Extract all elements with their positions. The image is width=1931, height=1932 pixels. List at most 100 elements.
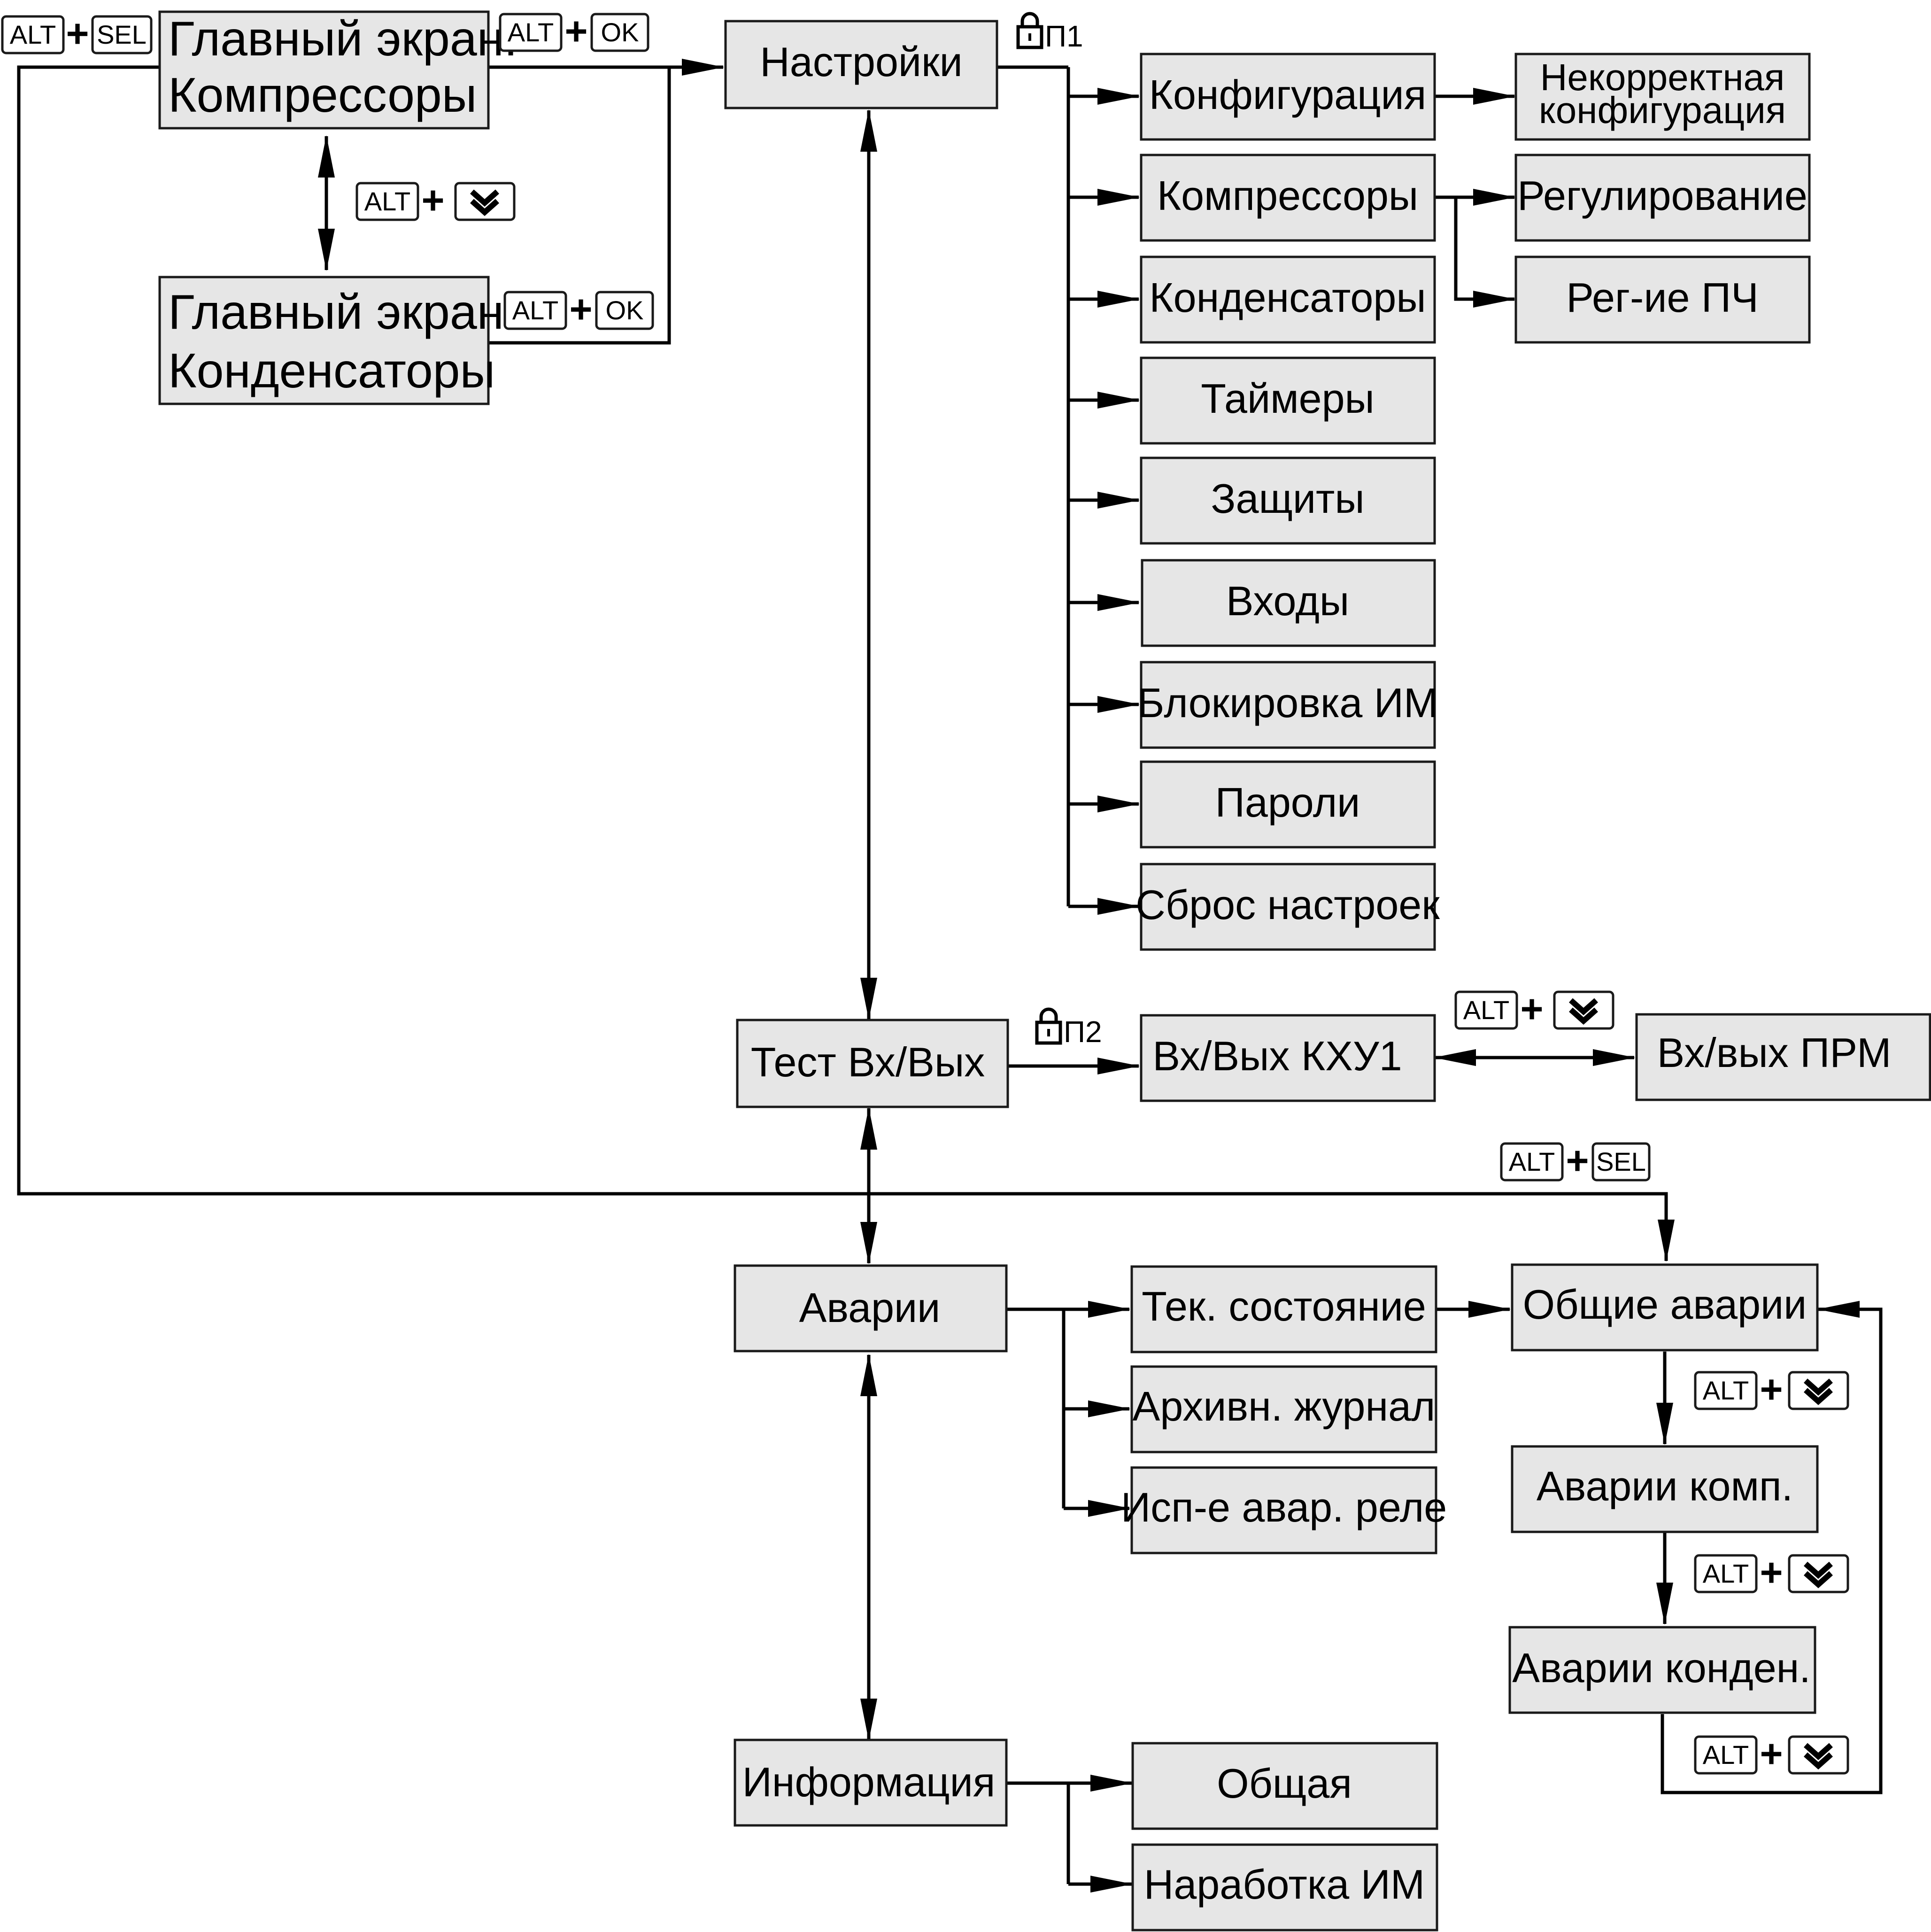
key-alt <box>355 182 419 221</box>
node-alarms[interactable]: Аварии <box>734 1264 1008 1352</box>
plus-sign: + <box>66 11 89 55</box>
node-test-io[interactable]: Тест Вх/Вых <box>736 1019 1009 1108</box>
node-label: Пароли <box>1215 779 1360 826</box>
node-general-alarms[interactable]: Общие аварии <box>1511 1263 1819 1352</box>
node-label: Тест Вх/Вых <box>751 1039 985 1085</box>
node-label: Общие аварии <box>1523 1281 1807 1328</box>
node-im-runtime[interactable]: Наработка ИМ <box>1131 1843 1438 1932</box>
node-io-kxu1[interactable]: Вх/Вых КХУ1 <box>1140 1014 1436 1102</box>
keycombo-alt-ok-lower: ALT + OK <box>503 287 654 331</box>
key-sel <box>91 15 153 54</box>
node-label: Исп-е авар. реле <box>1121 1484 1447 1530</box>
node-alarm-relay[interactable]: Исп-е авар. реле <box>1121 1466 1447 1554</box>
node-label: Вх/Вых КХУ1 <box>1152 1033 1402 1079</box>
key-ok <box>595 291 654 330</box>
node-label: Настройки <box>760 39 963 85</box>
key-alt-label: ALT <box>364 186 411 216</box>
double-chevron-down-icon <box>1569 998 1598 1025</box>
node-label: Информация <box>742 1759 996 1805</box>
node-current-state[interactable]: Тек. состояние <box>1130 1265 1437 1353</box>
keycombo-alt-sel-top: ALT + SEL <box>1 11 153 55</box>
plus-sign: + <box>564 9 587 53</box>
node-label: Аварии <box>799 1284 941 1331</box>
node-information[interactable]: Информация <box>734 1739 1008 1827</box>
node-comp-alarms[interactable]: Аварии комп. <box>1511 1445 1819 1533</box>
node-label: Аварии конден. <box>1512 1645 1810 1691</box>
key-alt <box>1694 1554 1758 1593</box>
padlock-icon <box>1016 12 1043 49</box>
node-protections[interactable]: Защиты <box>1140 456 1436 545</box>
node-label: Защиты <box>1211 475 1364 522</box>
keycombo-alt-sel-alarms: ALT + SEL <box>1500 1138 1651 1182</box>
key-alt <box>1500 1142 1564 1182</box>
node-archive-log[interactable]: Архивн. журнал <box>1130 1365 1437 1453</box>
plus-sign: + <box>1760 1367 1783 1411</box>
node-regulation[interactable]: Регулирование <box>1514 154 1811 242</box>
node-label: Тек. состояние <box>1142 1283 1426 1329</box>
key-sel-label: SEL <box>97 20 147 49</box>
node-label: Общая <box>1217 1760 1352 1807</box>
key-alt <box>503 291 567 330</box>
keycombo-alt-down-alarms-3: ALT + <box>1694 1731 1849 1776</box>
key-alt-label: ALT <box>1703 1376 1749 1405</box>
key-ok-label: OK <box>601 17 639 47</box>
node-passwords[interactable]: Пароли <box>1140 760 1436 849</box>
key-alt <box>1694 1735 1758 1775</box>
connector-main-cond-to-settings <box>488 67 671 345</box>
node-label: Конфигурация <box>1149 71 1427 118</box>
keycombo-alt-down-alarms-2: ALT + <box>1694 1550 1849 1594</box>
node-regulation-fc[interactable]: Рег-ие ПЧ <box>1514 255 1811 344</box>
key-alt-label: ALT <box>1703 1740 1749 1770</box>
node-label: Компрессоры <box>1157 172 1418 219</box>
key-alt-label: ALT <box>1509 1147 1555 1176</box>
node-condensers[interactable]: Конденсаторы <box>1140 255 1436 344</box>
node-io-prm[interactable]: Вх/вых ПРМ <box>1635 1013 1931 1101</box>
node-im-block[interactable]: Блокировка ИМ <box>1137 661 1438 749</box>
key-sel <box>1591 1142 1651 1182</box>
key-alt <box>499 13 563 52</box>
connector-main-to-general-alarms <box>17 65 1675 1262</box>
connector-info-branch <box>1006 1781 1070 1884</box>
key-alt-label: ALT <box>10 20 56 49</box>
node-incorrect-config[interactable]: Некорректная конфигурация <box>1514 53 1811 141</box>
keycombo-alt-down-alarms-1: ALT + <box>1694 1367 1849 1411</box>
node-main-compressors[interactable]: Главный экран: Компрессоры <box>158 10 518 130</box>
node-settings[interactable]: Настройки <box>724 20 998 109</box>
node-label: Регулирование <box>1517 172 1807 219</box>
node-timers[interactable]: Таймеры <box>1140 356 1436 445</box>
lock-badge-p1: П1 <box>1016 12 1083 53</box>
node-reset-settings[interactable]: Сброс настроек <box>1135 863 1440 951</box>
node-main-condensers[interactable]: Главный экран: Конденсаторы <box>158 276 518 405</box>
lock-label: П2 <box>1064 1015 1102 1049</box>
plus-sign: + <box>569 287 592 331</box>
key-alt-label: ALT <box>512 295 559 325</box>
double-chevron-down-icon <box>1804 1378 1833 1406</box>
node-label-line1: Главный экран: <box>168 285 518 340</box>
node-label: Блокировка ИМ <box>1137 680 1438 726</box>
plus-sign: + <box>1760 1731 1783 1776</box>
keycombo-alt-down-main: ALT + <box>355 178 516 222</box>
node-label: Конденсаторы <box>1149 274 1426 321</box>
lock-badge-p2: П2 <box>1035 1007 1102 1049</box>
connector-alarms-branch <box>1006 1307 1066 1508</box>
key-ok <box>590 13 649 52</box>
key-alt-label: ALT <box>1703 1559 1749 1588</box>
node-configuration[interactable]: Конфигурация <box>1140 53 1436 141</box>
node-label-line1: Главный экран: <box>168 12 518 66</box>
node-label-line2: Компрессоры <box>168 68 477 123</box>
connectors <box>17 59 1883 1893</box>
connector-compressors-to-regfc <box>1454 197 1515 308</box>
node-cond-alarms[interactable]: Аварии конден. <box>1508 1626 1816 1714</box>
double-chevron-down-icon <box>1804 1743 1833 1770</box>
double-chevron-down-icon <box>1804 1561 1833 1589</box>
node-info-general[interactable]: Общая <box>1131 1742 1438 1830</box>
node-compressors[interactable]: Компрессоры <box>1140 154 1436 242</box>
node-label: Архивн. журнал <box>1133 1383 1436 1430</box>
key-alt <box>1454 990 1518 1030</box>
plus-sign: + <box>421 178 444 222</box>
plus-sign: + <box>1520 987 1543 1031</box>
node-label: Рег-ие ПЧ <box>1566 274 1759 321</box>
node-inputs[interactable]: Входы <box>1141 559 1436 647</box>
keycombo-alt-ok-top: ALT + OK <box>499 9 649 53</box>
